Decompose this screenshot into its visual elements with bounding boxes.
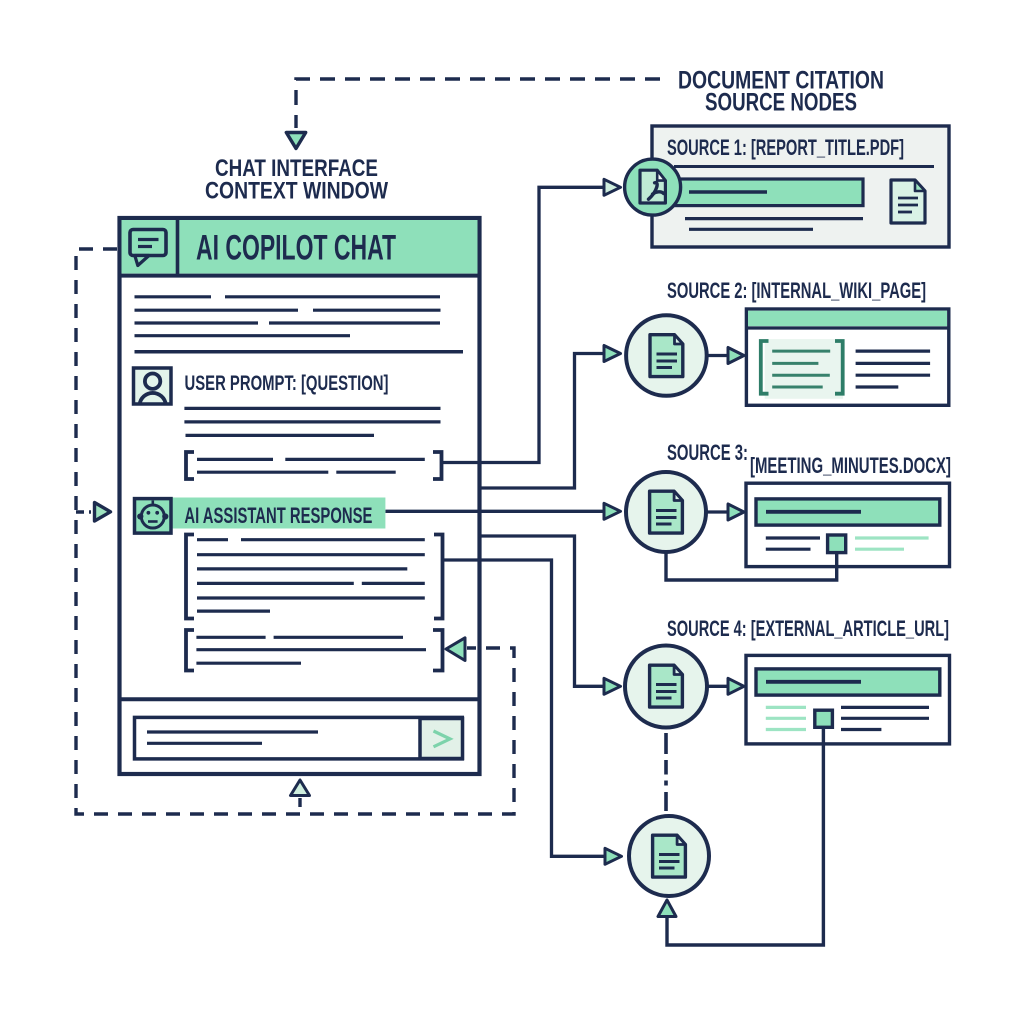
svg-text:SOURCE 3:: SOURCE 3:	[667, 440, 748, 465]
svg-text:AI COPILOT CHAT: AI COPILOT CHAT	[196, 229, 396, 268]
svg-text:SOURCE 4: [EXTERNAL_ARTICLE_UR: SOURCE 4: [EXTERNAL_ARTICLE_URL]	[667, 616, 949, 641]
svg-text:[MEETING_MINUTES.DOCX]: [MEETING_MINUTES.DOCX]	[750, 453, 951, 478]
svg-text:CONTEXT WINDOW: CONTEXT WINDOW	[205, 178, 388, 205]
svg-text:DOCUMENT CITATION: DOCUMENT CITATION	[678, 67, 884, 95]
svg-text:CHAT INTERFACE: CHAT INTERFACE	[215, 155, 378, 182]
svg-text:USER PROMPT: [QUESTION]: USER PROMPT: [QUESTION]	[185, 371, 389, 395]
svg-text:AI ASSISTANT RESPONSE: AI ASSISTANT RESPONSE	[184, 503, 372, 528]
svg-text:SOURCE NODES: SOURCE NODES	[705, 89, 857, 117]
svg-text:SOURCE 2: [INTERNAL_WIKI_PAGE]: SOURCE 2: [INTERNAL_WIKI_PAGE]	[667, 278, 926, 303]
svg-text:SOURCE 1: [REPORT_TITLE.PDF]: SOURCE 1: [REPORT_TITLE.PDF]	[667, 135, 904, 160]
